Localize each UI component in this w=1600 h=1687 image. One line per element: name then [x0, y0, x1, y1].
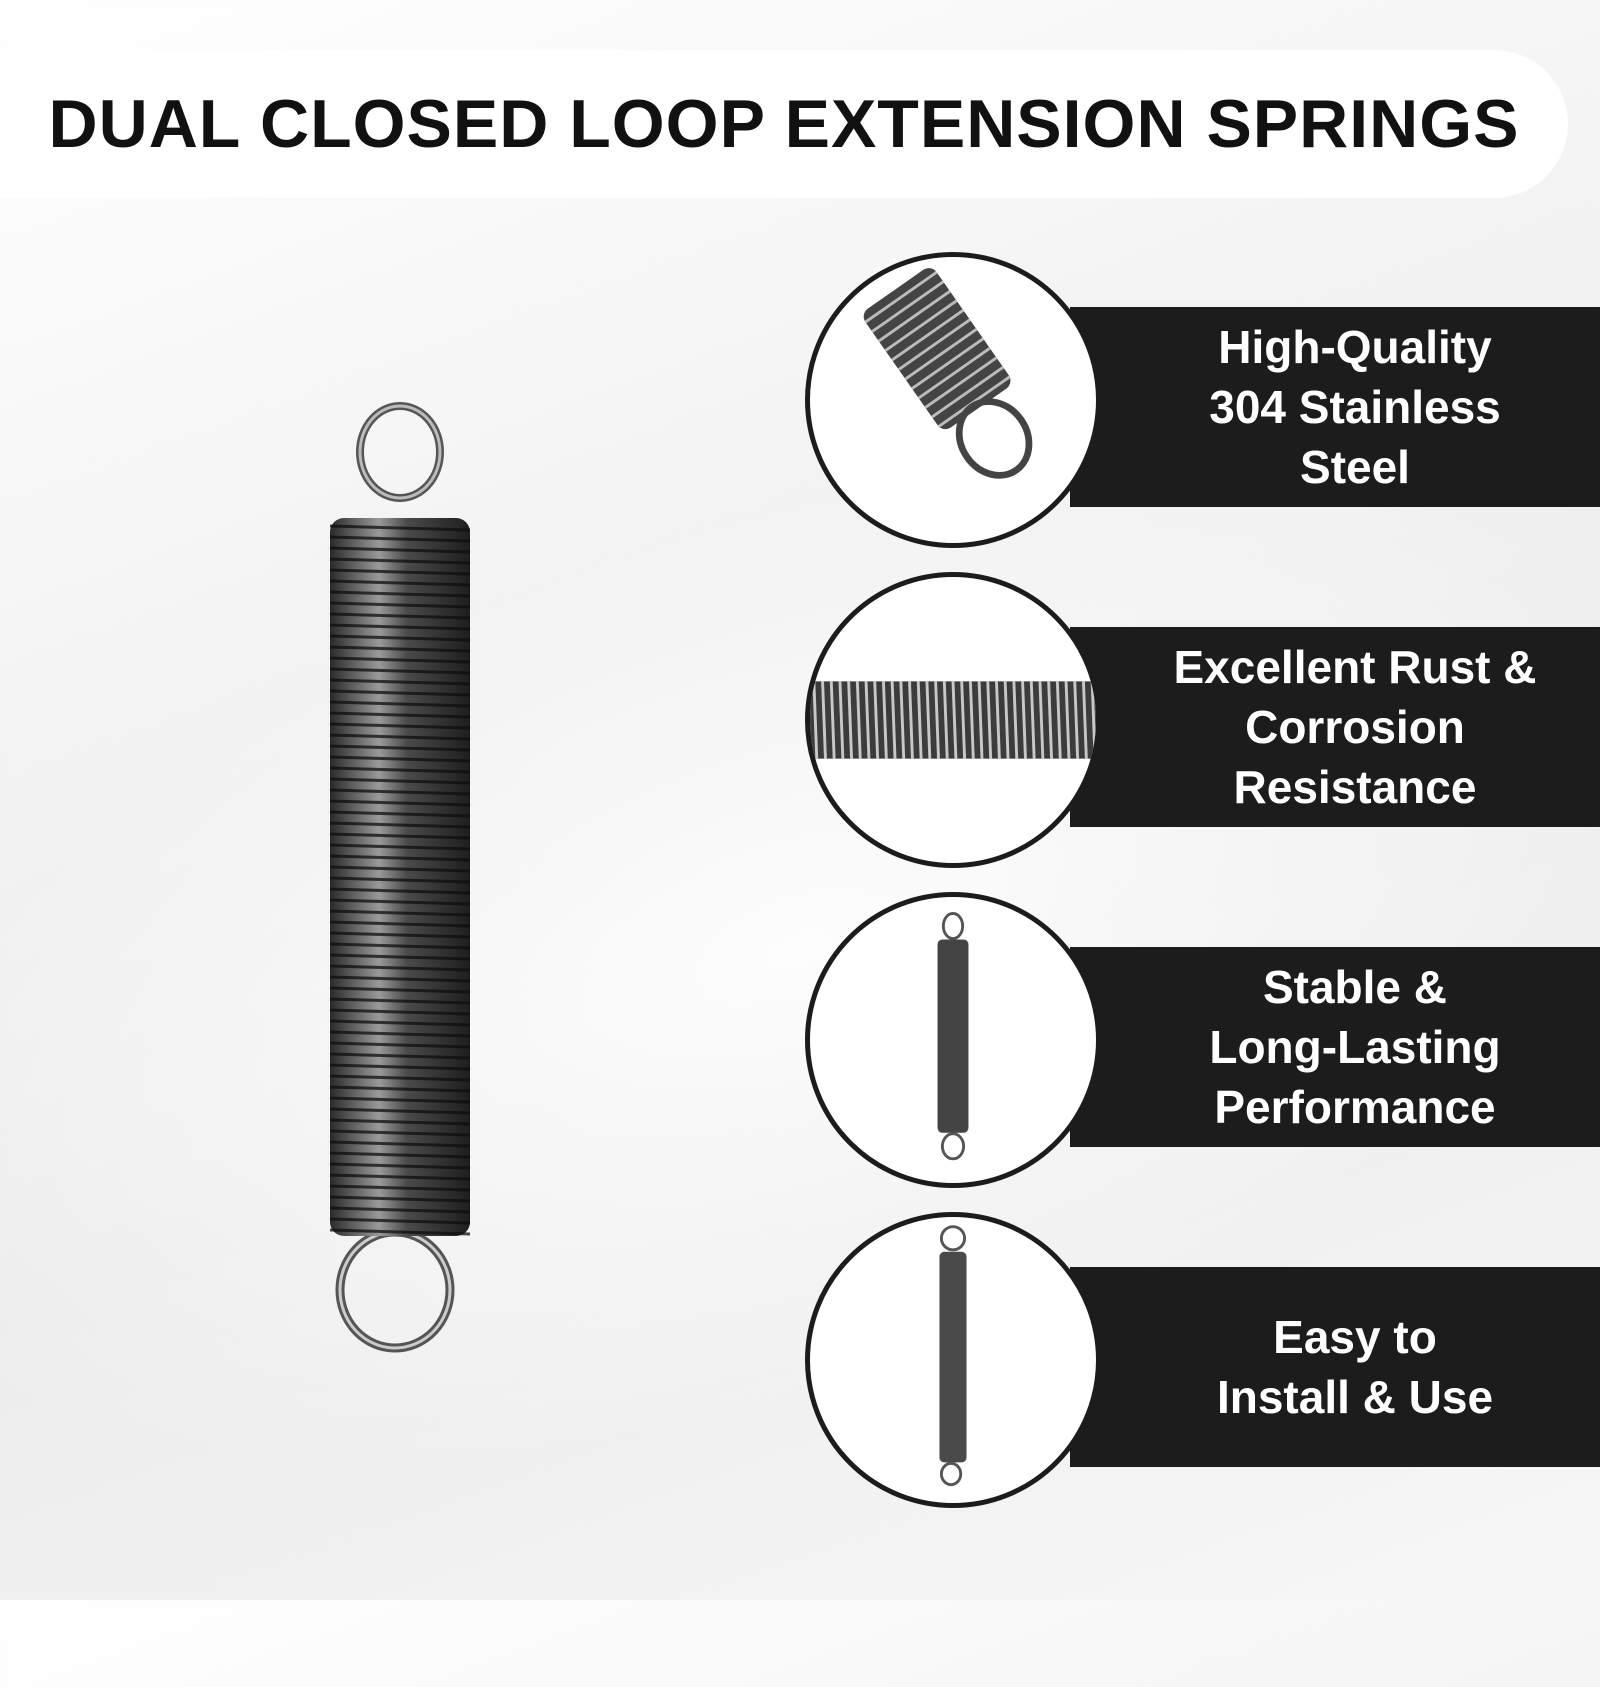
feature-label: Stable & Long-Lasting Performance — [1209, 961, 1501, 1133]
title-banner: DUAL CLOSED LOOP EXTENSION SPRINGS — [0, 50, 1568, 198]
extension-spring-image — [329, 402, 471, 1353]
feature-band — [1070, 1267, 1600, 1467]
feature-band — [1070, 307, 1600, 507]
feature-band — [1070, 947, 1600, 1147]
feature-item-material: High-Quality 304 Stainless Steel — [0, 252, 1600, 562]
page-title: DUAL CLOSED LOOP EXTENSION SPRINGS — [48, 86, 1520, 162]
feature-item-performance: Stable & Long-Lasting Performance — [0, 892, 1600, 1202]
spring-hook-closeup-icon — [805, 252, 1101, 548]
feature-label: Easy to Install & Use — [1216, 1311, 1494, 1423]
spring-full-icon — [805, 1212, 1101, 1508]
feature-band — [1070, 627, 1600, 827]
feature-item-corrosion: Excellent Rust & Corrosion Resistance — [0, 572, 1600, 882]
spring-full-icon — [805, 892, 1101, 1188]
feature-label: High-Quality 304 Stainless Steel — [1209, 321, 1501, 493]
spring-coil-closeup-icon — [805, 572, 1101, 868]
feature-item-install: Easy to Install & Use — [0, 1212, 1600, 1522]
feature-label: Excellent Rust & Corrosion Resistance — [1173, 641, 1537, 813]
